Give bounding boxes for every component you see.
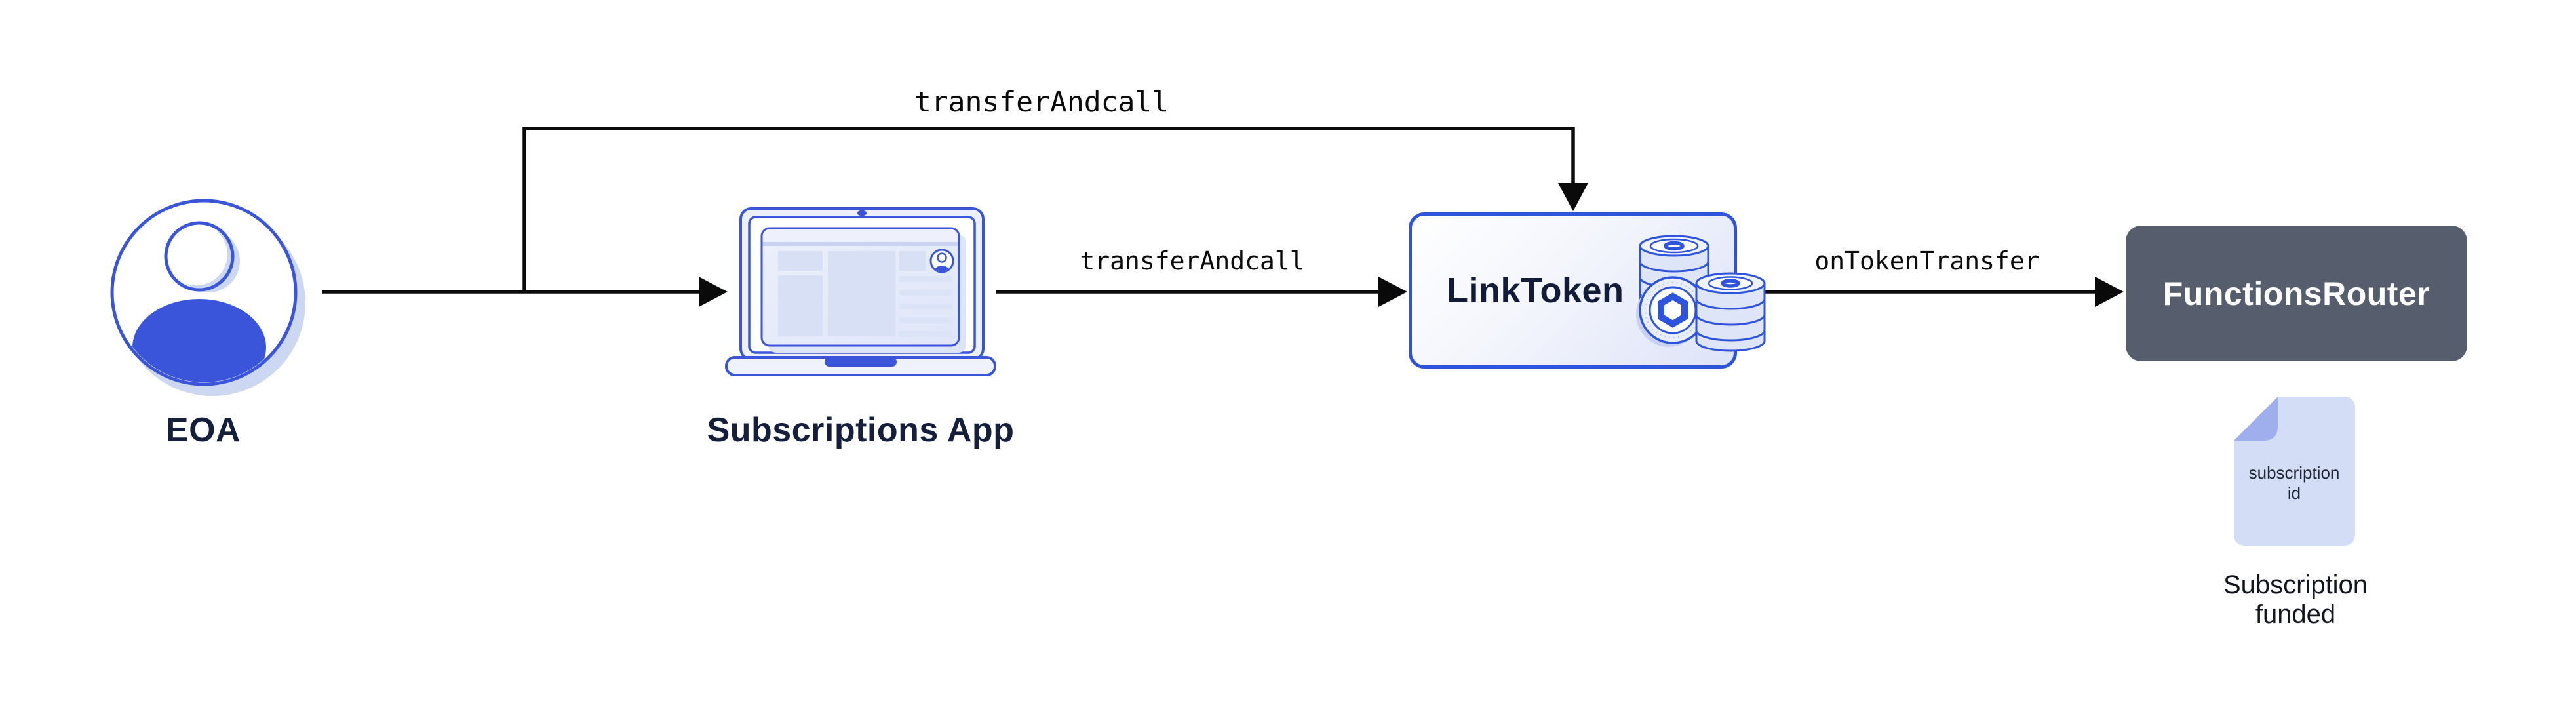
document-text-line1: subscription [2248, 463, 2340, 483]
subscription-document-icon [2234, 397, 2355, 546]
node-link-token-label: LinkToken [1447, 271, 1624, 310]
edge-label-app-to-linktoken: transferAndcall [1080, 247, 1305, 275]
document-caption: Subscription funded [2223, 570, 2368, 629]
document-fold-corner [2234, 397, 2278, 441]
node-subscriptions-app-label: Subscriptions App [707, 411, 1015, 449]
node-eoa-label: EOA [165, 411, 241, 449]
laptop-icon [725, 207, 996, 376]
arrowhead-to-linktoken-top [1558, 183, 1588, 211]
arrow-eoa-to-linktoken [522, 127, 1575, 292]
document-text: subscription id [2249, 463, 2340, 504]
document-caption-line1: Subscription [2223, 570, 2368, 599]
document-caption-line2: funded [2255, 600, 2336, 629]
node-functions-router-label: FunctionsRouter [2162, 275, 2430, 312]
arrowhead-to-app [699, 277, 728, 307]
user-avatar-icon [110, 199, 305, 396]
link-coins-icon [1636, 235, 1766, 352]
browser-user-avatar-icon [929, 249, 954, 273]
document-text-line2: id [2287, 483, 2301, 503]
edge-label-eoa-to-linktoken: transferAndcall [914, 86, 1169, 119]
arrowhead-to-router [2095, 277, 2124, 307]
node-functions-router: FunctionsRouter [2126, 226, 2467, 361]
edge-label-linktoken-to-router: onTokenTransfer [1814, 247, 2040, 275]
arrowhead-to-linktoken-left [1378, 277, 1407, 307]
